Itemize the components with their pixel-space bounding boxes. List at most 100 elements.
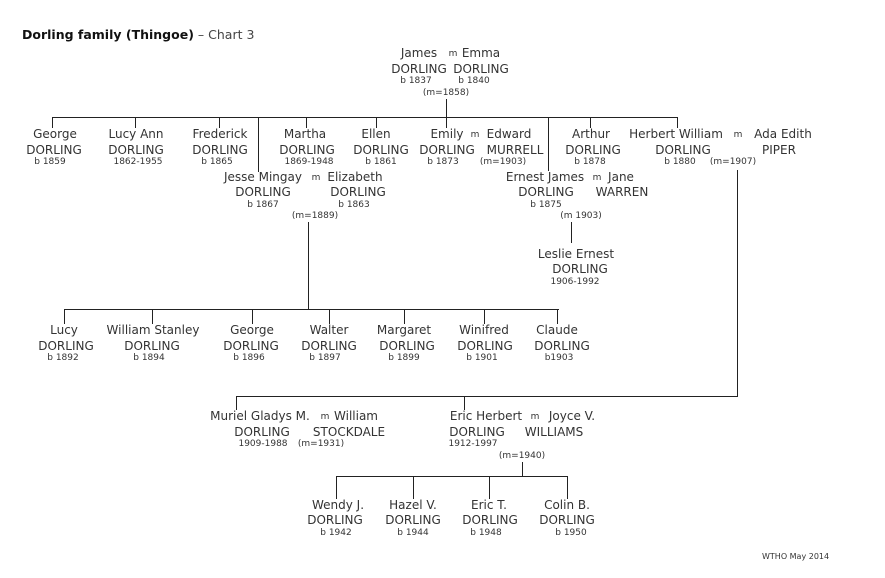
eric-m: m bbox=[530, 412, 540, 422]
chart-title-main: Dorling family (Thingoe) bbox=[22, 27, 194, 42]
lucy-surname: DORLING bbox=[38, 339, 94, 353]
emma-surname: DORLING bbox=[453, 62, 509, 76]
herbert-date: b 1880 bbox=[664, 157, 696, 167]
elizabeth-name: Elizabeth bbox=[327, 170, 383, 184]
george2-date: b 1896 bbox=[233, 353, 265, 363]
claude-date: b1903 bbox=[544, 353, 574, 363]
adaedith-surname: PIPER bbox=[762, 143, 796, 157]
elizabeth-date: b 1863 bbox=[338, 200, 370, 210]
james-name: James bbox=[400, 46, 438, 60]
colin-name: Colin B. bbox=[544, 498, 590, 512]
adaedith-name: Ada Edith bbox=[754, 127, 812, 141]
margaret-surname: DORLING bbox=[379, 339, 435, 353]
martha-date: 1869-1948 bbox=[284, 157, 334, 167]
jesse-surname: DORLING bbox=[235, 185, 291, 199]
wendy-name: Wendy J. bbox=[311, 498, 365, 512]
muriel-surname: DORLING bbox=[234, 425, 290, 439]
lucyann-name: Lucy Ann bbox=[108, 127, 164, 141]
james-date: b 1837 bbox=[400, 76, 432, 86]
lucy-date: b 1892 bbox=[47, 353, 79, 363]
frederick-date: b 1865 bbox=[201, 157, 233, 167]
erict-date: b 1948 bbox=[470, 528, 502, 538]
walter-name: Walter bbox=[309, 323, 349, 337]
jesse-date: b 1867 bbox=[247, 200, 279, 210]
erict-surname: DORLING bbox=[462, 513, 518, 527]
winifred-name: Winifred bbox=[459, 323, 509, 337]
jesse-marriage: (m=1889) bbox=[291, 211, 339, 221]
emma-name: Emma bbox=[461, 46, 501, 60]
ernest-surname: DORLING bbox=[518, 185, 574, 199]
ernest-m: m bbox=[592, 173, 602, 183]
jesse-m: m bbox=[311, 173, 321, 183]
emily-surname: DORLING bbox=[419, 143, 475, 157]
james-m: m bbox=[448, 49, 458, 59]
jane-surname: WARREN bbox=[595, 185, 649, 199]
hazel-date: b 1944 bbox=[397, 528, 429, 538]
george-surname: DORLING bbox=[26, 143, 82, 157]
eric-date: 1912-1997 bbox=[448, 439, 498, 449]
erict-name: Eric T. bbox=[471, 498, 507, 512]
walter-date: b 1897 bbox=[309, 353, 341, 363]
william-name: William Stanley bbox=[106, 323, 200, 337]
george-name: George bbox=[33, 127, 77, 141]
ernest-date: b 1875 bbox=[530, 200, 562, 210]
jane-name: Jane bbox=[608, 170, 634, 184]
arthur-date: b 1878 bbox=[574, 157, 606, 167]
edward-name: Edward bbox=[486, 127, 532, 141]
muriel-marriage: (m=1931) bbox=[297, 439, 345, 449]
chart-title: Dorling family (Thingoe) – Chart 3 bbox=[22, 27, 254, 42]
eric-surname: DORLING bbox=[449, 425, 505, 439]
edward-surname: MURRELL bbox=[486, 143, 544, 157]
herbert-marriage: (m=1907) bbox=[709, 157, 757, 167]
william-surname: DORLING bbox=[124, 339, 180, 353]
eric-name: Eric Herbert bbox=[449, 409, 523, 423]
wendy-date: b 1942 bbox=[320, 528, 352, 538]
lucy-name: Lucy bbox=[50, 323, 78, 337]
ellen-surname: DORLING bbox=[353, 143, 409, 157]
arthur-name: Arthur bbox=[572, 127, 610, 141]
frederick-name: Frederick bbox=[192, 127, 248, 141]
winifred-date: b 1901 bbox=[466, 353, 498, 363]
james-marriage: (m=1858) bbox=[422, 88, 470, 98]
william2-surname: STOCKDALE bbox=[312, 425, 386, 439]
chart-credit: WTHO May 2014 bbox=[762, 552, 830, 561]
walter-surname: DORLING bbox=[301, 339, 357, 353]
colin-date: b 1950 bbox=[555, 528, 587, 538]
frederick-surname: DORLING bbox=[192, 143, 248, 157]
george2-surname: DORLING bbox=[223, 339, 279, 353]
eric-marriage: (m=1940) bbox=[498, 451, 546, 461]
james-surname: DORLING bbox=[391, 62, 447, 76]
margaret-date: b 1899 bbox=[388, 353, 420, 363]
jesse-name: Jesse Mingay bbox=[224, 170, 302, 184]
wendy-surname: DORLING bbox=[307, 513, 363, 527]
winifred-surname: DORLING bbox=[457, 339, 513, 353]
leslie-date: 1906-1992 bbox=[550, 277, 600, 287]
lucyann-date: 1862-1955 bbox=[113, 157, 163, 167]
claude-name: Claude bbox=[536, 323, 578, 337]
joyce-surname: WILLIAMS bbox=[524, 425, 584, 439]
chart-title-separator: – bbox=[197, 27, 205, 42]
emily-name: Emily bbox=[430, 127, 464, 141]
ellen-date: b 1861 bbox=[365, 157, 397, 167]
claude-surname: DORLING bbox=[534, 339, 590, 353]
hazel-name: Hazel V. bbox=[389, 498, 437, 512]
leslie-surname: DORLING bbox=[552, 262, 608, 276]
emma-date: b 1840 bbox=[458, 76, 490, 86]
leslie-name: Leslie Ernest bbox=[537, 247, 615, 261]
george-date: b 1859 bbox=[34, 157, 66, 167]
emily-m: m bbox=[470, 130, 480, 140]
muriel-date: 1909-1988 bbox=[238, 439, 288, 449]
arthur-surname: DORLING bbox=[565, 143, 621, 157]
lucyann-surname: DORLING bbox=[108, 143, 164, 157]
martha-surname: DORLING bbox=[279, 143, 335, 157]
margaret-name: Margaret bbox=[376, 323, 432, 337]
martha-name: Martha bbox=[283, 127, 327, 141]
ellen-name: Ellen bbox=[361, 127, 391, 141]
emily-marriage: (m=1903) bbox=[479, 157, 527, 167]
elizabeth-surname: DORLING bbox=[330, 185, 386, 199]
ernest-marriage: (m 1903) bbox=[560, 211, 602, 221]
george2-name: George bbox=[230, 323, 274, 337]
ernest-name: Ernest James bbox=[505, 170, 585, 184]
herbert-name: Herbert William bbox=[629, 127, 723, 141]
